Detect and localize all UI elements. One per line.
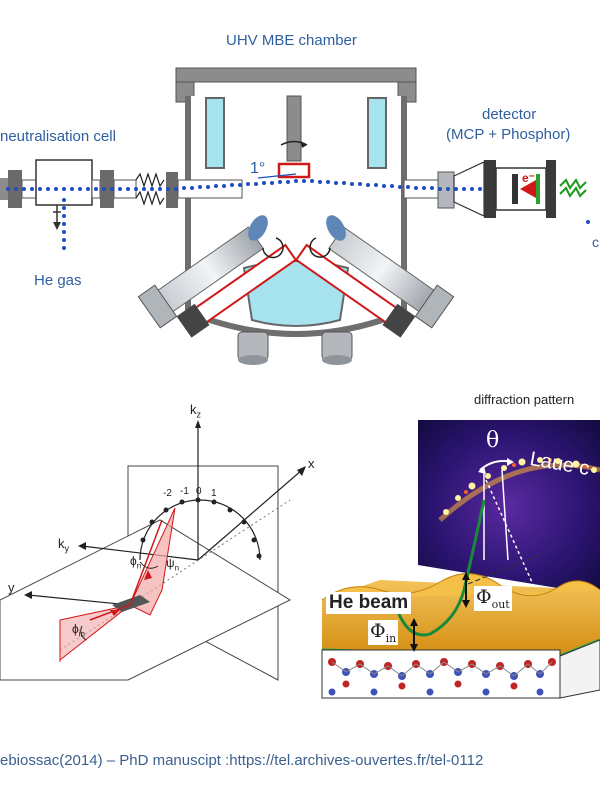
diffraction-order-dots	[140, 497, 262, 559]
chamber-top-flange	[175, 67, 417, 83]
phi-in-big-label: Φin	[368, 620, 399, 645]
he-beam-dots	[6, 179, 590, 250]
phi-out-label: Φout	[474, 586, 512, 611]
light-output-arrow	[559, 178, 587, 190]
y-axis	[27, 594, 131, 606]
diffraction-spots	[443, 457, 597, 515]
y-label: y	[8, 580, 15, 595]
uhv-setup-diagram	[0, 67, 590, 365]
scattering-geometry-diagram	[0, 420, 306, 681]
phi-n-label: ϕn	[130, 554, 142, 571]
he-gas-label: He gas	[34, 272, 82, 289]
neutralisation-cell-label: neutralisation cell	[0, 128, 116, 145]
detector-label: detector	[482, 106, 537, 123]
electron-label: e⁻	[522, 171, 536, 185]
psi-n-label: ψn	[166, 556, 180, 573]
diffraction-image	[418, 420, 600, 595]
laue-arc	[438, 462, 600, 522]
crystal-lattice-block	[321, 649, 561, 699]
detector-flange	[484, 160, 496, 218]
angle-label: 1°	[250, 160, 266, 177]
sample-holder	[277, 162, 311, 179]
shutter-left	[248, 215, 268, 241]
chamber-label: UHV MBE chamber	[226, 32, 357, 49]
order-m1: -1	[180, 486, 189, 497]
order-m2: -2	[163, 488, 172, 499]
theta-label: θ	[486, 428, 500, 453]
x-label: x	[308, 456, 315, 471]
ky-label: ky	[58, 536, 69, 554]
kz-label: kz	[190, 402, 201, 420]
order-0: 0	[196, 486, 202, 497]
cryo-panel-right	[367, 97, 387, 169]
cut-label: c	[592, 234, 599, 250]
bellows	[135, 172, 165, 188]
cryo-panel-left	[205, 97, 225, 169]
he-beam-label: He beam	[326, 592, 412, 614]
diffraction-title: diffraction pattern	[474, 392, 575, 407]
neutralisation-cell	[35, 159, 93, 206]
order-1: 1	[211, 488, 217, 499]
source-credit: ebiossac(2014) – PhD manuscipt :https://…	[0, 752, 484, 769]
shutter-right	[326, 215, 346, 241]
effusion-cell-left	[137, 226, 298, 338]
beam-tube-in	[177, 179, 243, 199]
phi-in-label: ϕin	[72, 622, 85, 639]
detector-sublabel: (MCP + Phosphor)	[446, 126, 571, 143]
